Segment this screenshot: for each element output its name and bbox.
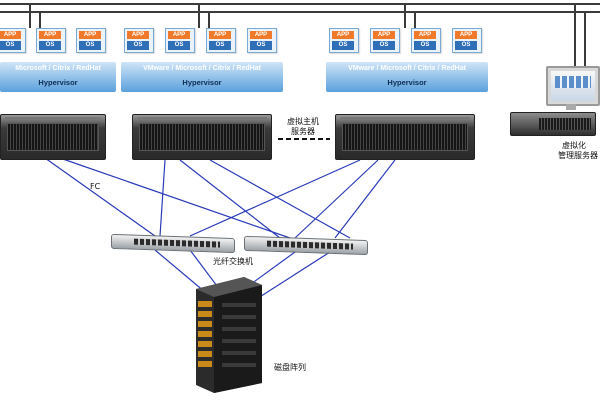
storage-array-icon: [196, 277, 262, 393]
fc-link: [159, 159, 166, 237]
mgmt-label-line2: 管理服务器: [558, 151, 598, 160]
server-icon: [132, 114, 272, 160]
app-tile: APP: [209, 31, 231, 39]
app-tile: APP: [168, 31, 190, 39]
app-tile: APP: [250, 31, 272, 39]
server-icon: [335, 114, 475, 160]
app-tile: APP: [39, 31, 61, 39]
monitor-screen: [551, 71, 595, 101]
os-tile: OS: [79, 41, 101, 50]
mgmt-label-line1: 虚拟化: [562, 141, 586, 150]
server-strip: [137, 117, 267, 120]
hypervisor-label: Hypervisor: [38, 78, 78, 87]
top-network-lines: [0, 3, 600, 70]
server-grill: [342, 123, 468, 151]
fc-links: [44, 157, 396, 301]
app-tile: APP: [455, 31, 477, 39]
hypervisor-label: Hypervisor: [182, 78, 222, 87]
server-icon: [0, 114, 106, 160]
os-tile: OS: [39, 41, 61, 50]
vm-tile: APP OS: [124, 28, 154, 53]
hypervisor-band: VMware / Microsoft / Citrix / RedHat Hyp…: [326, 62, 488, 92]
os-tile: OS: [332, 41, 354, 50]
fc-link: [334, 159, 396, 239]
fc-link: [254, 251, 331, 301]
hypervisor-vendors: Microsoft / Citrix / RedHat: [15, 65, 101, 72]
switch-ports: [267, 240, 353, 250]
os-tile: OS: [209, 41, 231, 50]
os-tile: OS: [0, 41, 21, 50]
vm-tile: APP OS: [36, 28, 66, 53]
server-grill: [539, 118, 591, 130]
virtual-host-label-line1: 虚拟主机: [287, 117, 319, 126]
server-grill: [139, 123, 265, 151]
vm-tile: APP OS: [76, 28, 106, 53]
vm-tile: APP OS: [452, 28, 482, 53]
vm-tile: APP OS: [329, 28, 359, 53]
app-tile: APP: [332, 31, 354, 39]
monitor-icon: [546, 66, 600, 106]
server-strip: [340, 117, 470, 120]
os-tile: OS: [250, 41, 272, 50]
hypervisor-vendors: VMware / Microsoft / Citrix / RedHat: [348, 65, 466, 72]
app-tile: APP: [414, 31, 436, 39]
fc-link: [44, 157, 156, 237]
fc-link: [294, 159, 379, 239]
server-strip: [5, 117, 101, 120]
fc-switch-label: 光纤交换机: [213, 257, 253, 266]
os-tile: OS: [414, 41, 436, 50]
vm-tile: APP OS: [370, 28, 400, 53]
server-grill: [7, 123, 99, 151]
fc-link: [189, 159, 361, 237]
hypervisor-label: Hypervisor: [387, 78, 427, 87]
vm-tile: APP OS: [247, 28, 277, 53]
switch-ports: [134, 238, 220, 248]
hypervisor-band: VMware / Microsoft / Citrix / RedHat Hyp…: [121, 62, 283, 92]
vm-tile: APP OS: [206, 28, 236, 53]
fc-link: [179, 159, 281, 239]
vm-tile: APP OS: [411, 28, 441, 53]
virtual-host-label-line2: 服务器: [291, 127, 315, 136]
os-tile: OS: [373, 41, 395, 50]
app-tile: APP: [79, 31, 101, 39]
vm-tile: APP OS: [165, 28, 195, 53]
fc-link: [154, 249, 206, 293]
app-tile: APP: [0, 31, 21, 39]
os-tile: OS: [455, 41, 477, 50]
fc-link: [189, 249, 221, 291]
app-tile: APP: [127, 31, 149, 39]
monitor-stand: [566, 104, 576, 110]
fc-link: [209, 159, 351, 239]
hypervisor-vendors: VMware / Microsoft / Citrix / RedHat: [143, 65, 261, 72]
os-tile: OS: [168, 41, 190, 50]
fc-link: [59, 157, 291, 239]
disk-array-label: 磁盘阵列: [274, 363, 306, 372]
app-tile: APP: [373, 31, 395, 39]
vm-tile: APP OS: [0, 28, 26, 53]
management-server-icon: [510, 112, 596, 136]
hypervisor-band: Microsoft / Citrix / RedHat Hypervisor: [0, 62, 116, 92]
fc-label: FC: [90, 182, 101, 191]
os-tile: OS: [127, 41, 149, 50]
